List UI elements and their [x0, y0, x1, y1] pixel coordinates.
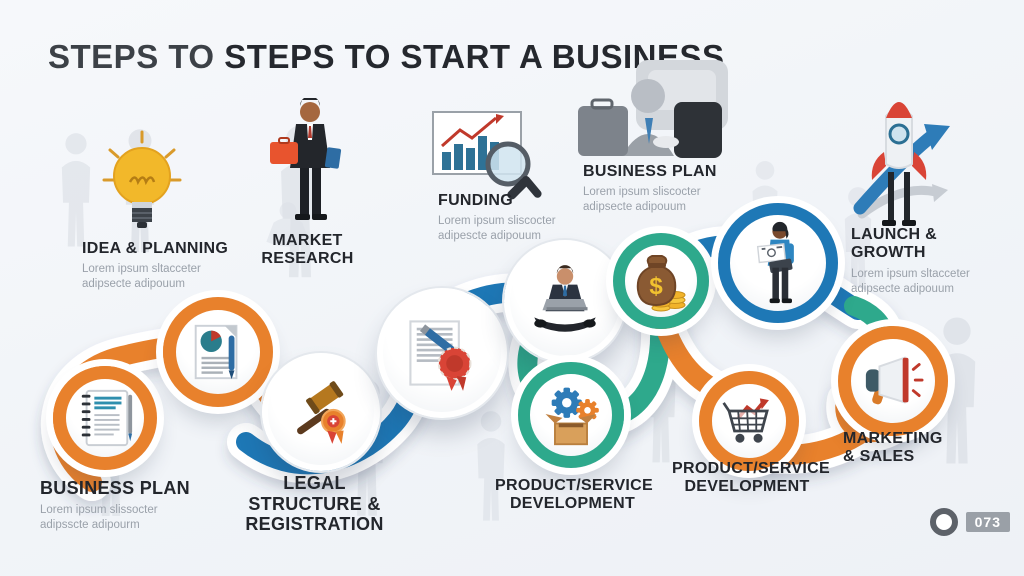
step-business-plan-bottom: BUSINESS PLAN Lorem ipsum slissocter adi… — [40, 478, 200, 533]
lightbulb-icon — [96, 128, 188, 245]
title-prefix: STEPS TO — [48, 38, 225, 75]
money-bag-coins-icon: $ — [636, 255, 686, 312]
step-desc: Lorem ipsum sltacceter adipsecte adipouu… — [82, 263, 201, 291]
megaphone-icon — [865, 356, 924, 405]
page-number-badge: 073 — [929, 508, 1010, 536]
background-silhouette — [52, 132, 100, 250]
node-legal-gavel — [262, 353, 380, 471]
step-product-development-1: PRODUCT/SERVICE DEVELOPMENT — [495, 477, 654, 514]
step-desc: Lorem ipsum sliscocter adipsecte adipouu… — [583, 186, 701, 214]
step-label: BUSINESS PLAN — [583, 163, 717, 180]
step-label: MARKET RESEARCH — [261, 232, 354, 268]
step-marketing-sales: MARKETING & SALES — [843, 430, 953, 467]
notebook-pen-icon — [81, 389, 133, 447]
businessman-briefcase-icon — [262, 96, 358, 227]
background-silhouette — [252, 186, 324, 264]
node-funding-money: $ — [613, 233, 709, 329]
pie-chart-document-icon — [194, 324, 238, 380]
step-label: LEGAL STRUCTURE & REGISTRATION — [245, 473, 384, 535]
step-market-research: MARKET RESEARCH — [250, 232, 365, 269]
certificate-pen-icon — [409, 320, 472, 391]
step-product-development-2: PRODUCT/SERVICE DEVELOPMENT — [672, 460, 831, 497]
step-label: PRODUCT/SERVICE DEVELOPMENT — [495, 477, 654, 513]
page-number: 073 — [965, 512, 1010, 532]
step-idea-planning: IDEA & PLANNING Lorem ipsum sltacceter a… — [82, 240, 232, 292]
ring-icon — [929, 508, 958, 536]
shopping-cart-growth-icon — [722, 398, 769, 443]
step-label: BUSINESS PLAN — [40, 478, 190, 498]
gears-box-icon — [545, 387, 599, 446]
step-business-plan-top: BUSINESS PLAN Lorem ipsum sliscocter adi… — [583, 163, 733, 215]
node-marketing-megaphone — [838, 326, 948, 436]
node-entrepreneur-laptop — [504, 240, 626, 362]
business-people-photo — [578, 60, 728, 167]
step-label: FUNDING — [438, 192, 513, 209]
step-label: PRODUCT/SERVICE DEVELOPMENT — [672, 460, 831, 496]
step-label: MARKETING & SALES — [843, 430, 943, 466]
step-label: IDEA & PLANNING — [82, 240, 229, 257]
svg-text:$: $ — [649, 273, 663, 300]
step-desc: Lorem ipsum sltacceter adipsecte adipouu… — [851, 267, 970, 295]
node-sales-cart — [699, 371, 799, 471]
node-businesswoman-laptop — [718, 203, 838, 323]
step-desc: Lorem ipsum sliscocter adipescte adipouu… — [438, 215, 556, 243]
step-launch-growth: LAUNCH & GROWTH Lorem ipsum sltacceter a… — [851, 226, 1011, 297]
node-development-gears-box — [518, 362, 624, 468]
woman-laptop-icon — [756, 221, 794, 304]
step-legal-structure: LEGAL STRUCTURE & REGISTRATION — [232, 473, 397, 535]
background-silhouette — [468, 410, 514, 524]
gavel-certification-icon — [297, 381, 346, 444]
funding-chart-magnifier-icon — [430, 104, 542, 205]
node-business-plan-notebook — [53, 366, 157, 470]
step-funding: FUNDING Lorem ipsum sliscocter adipescte… — [438, 192, 568, 244]
step-label: LAUNCH & GROWTH — [851, 226, 937, 262]
step-desc: Lorem ipsum slissocter adipsscte adipour… — [40, 503, 158, 531]
node-certificate-document — [377, 288, 507, 418]
node-report-pie-chart — [163, 297, 273, 407]
rocket-growth-icon — [832, 92, 970, 247]
sitting-person-laptop-icon — [534, 265, 596, 332]
